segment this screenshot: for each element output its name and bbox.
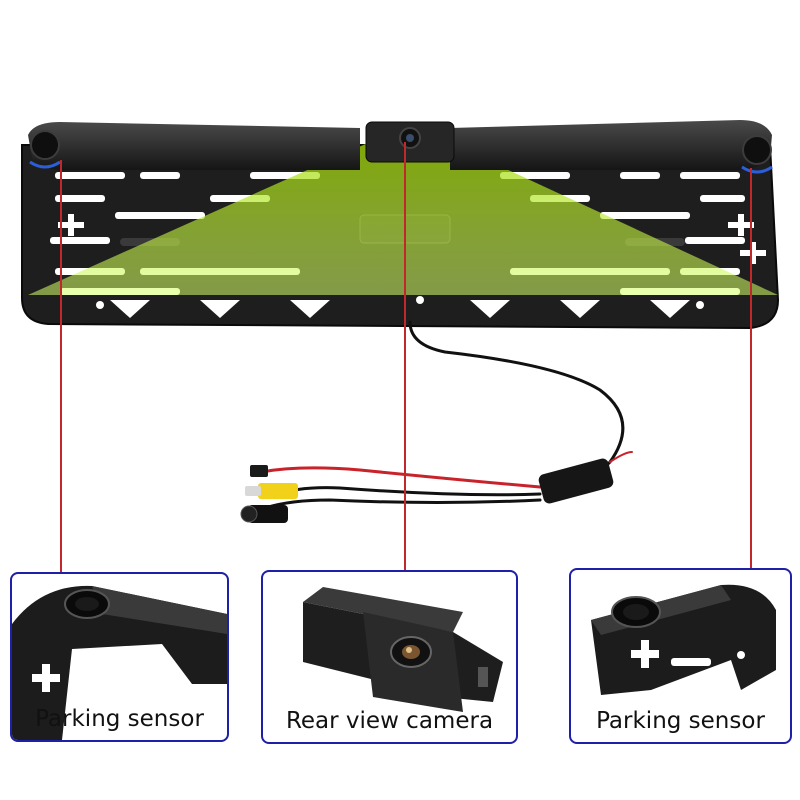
leader-line-left <box>60 160 62 572</box>
callout-parking-sensor-right: Parking sensor <box>569 568 792 744</box>
leader-line-right <box>750 168 752 572</box>
camera-view-cone <box>28 142 778 295</box>
rear-camera <box>399 127 421 149</box>
cable-junction <box>538 458 614 504</box>
left-parking-sensor <box>29 130 61 169</box>
parking-sensor-closeup-image <box>12 585 227 740</box>
callout-label-parking-sensor-left: Parking sensor <box>35 706 204 732</box>
power-connector <box>240 505 288 523</box>
callout-parking-sensor-left: Parking sensor <box>10 572 229 742</box>
rear-camera-closeup-image <box>303 587 503 712</box>
callout-label-rear-view-camera: Rear view camera <box>285 708 494 734</box>
rca-connector <box>245 483 298 499</box>
right-parking-sensor <box>741 135 773 174</box>
small-plug <box>250 465 268 477</box>
callout-label-parking-sensor-right: Parking sensor <box>596 708 765 734</box>
leader-line-center <box>404 142 406 572</box>
top-housing-bar <box>28 120 772 170</box>
parking-sensor-closeup-image <box>591 584 776 695</box>
callout-rear-view-camera: Rear view camera <box>261 570 518 744</box>
